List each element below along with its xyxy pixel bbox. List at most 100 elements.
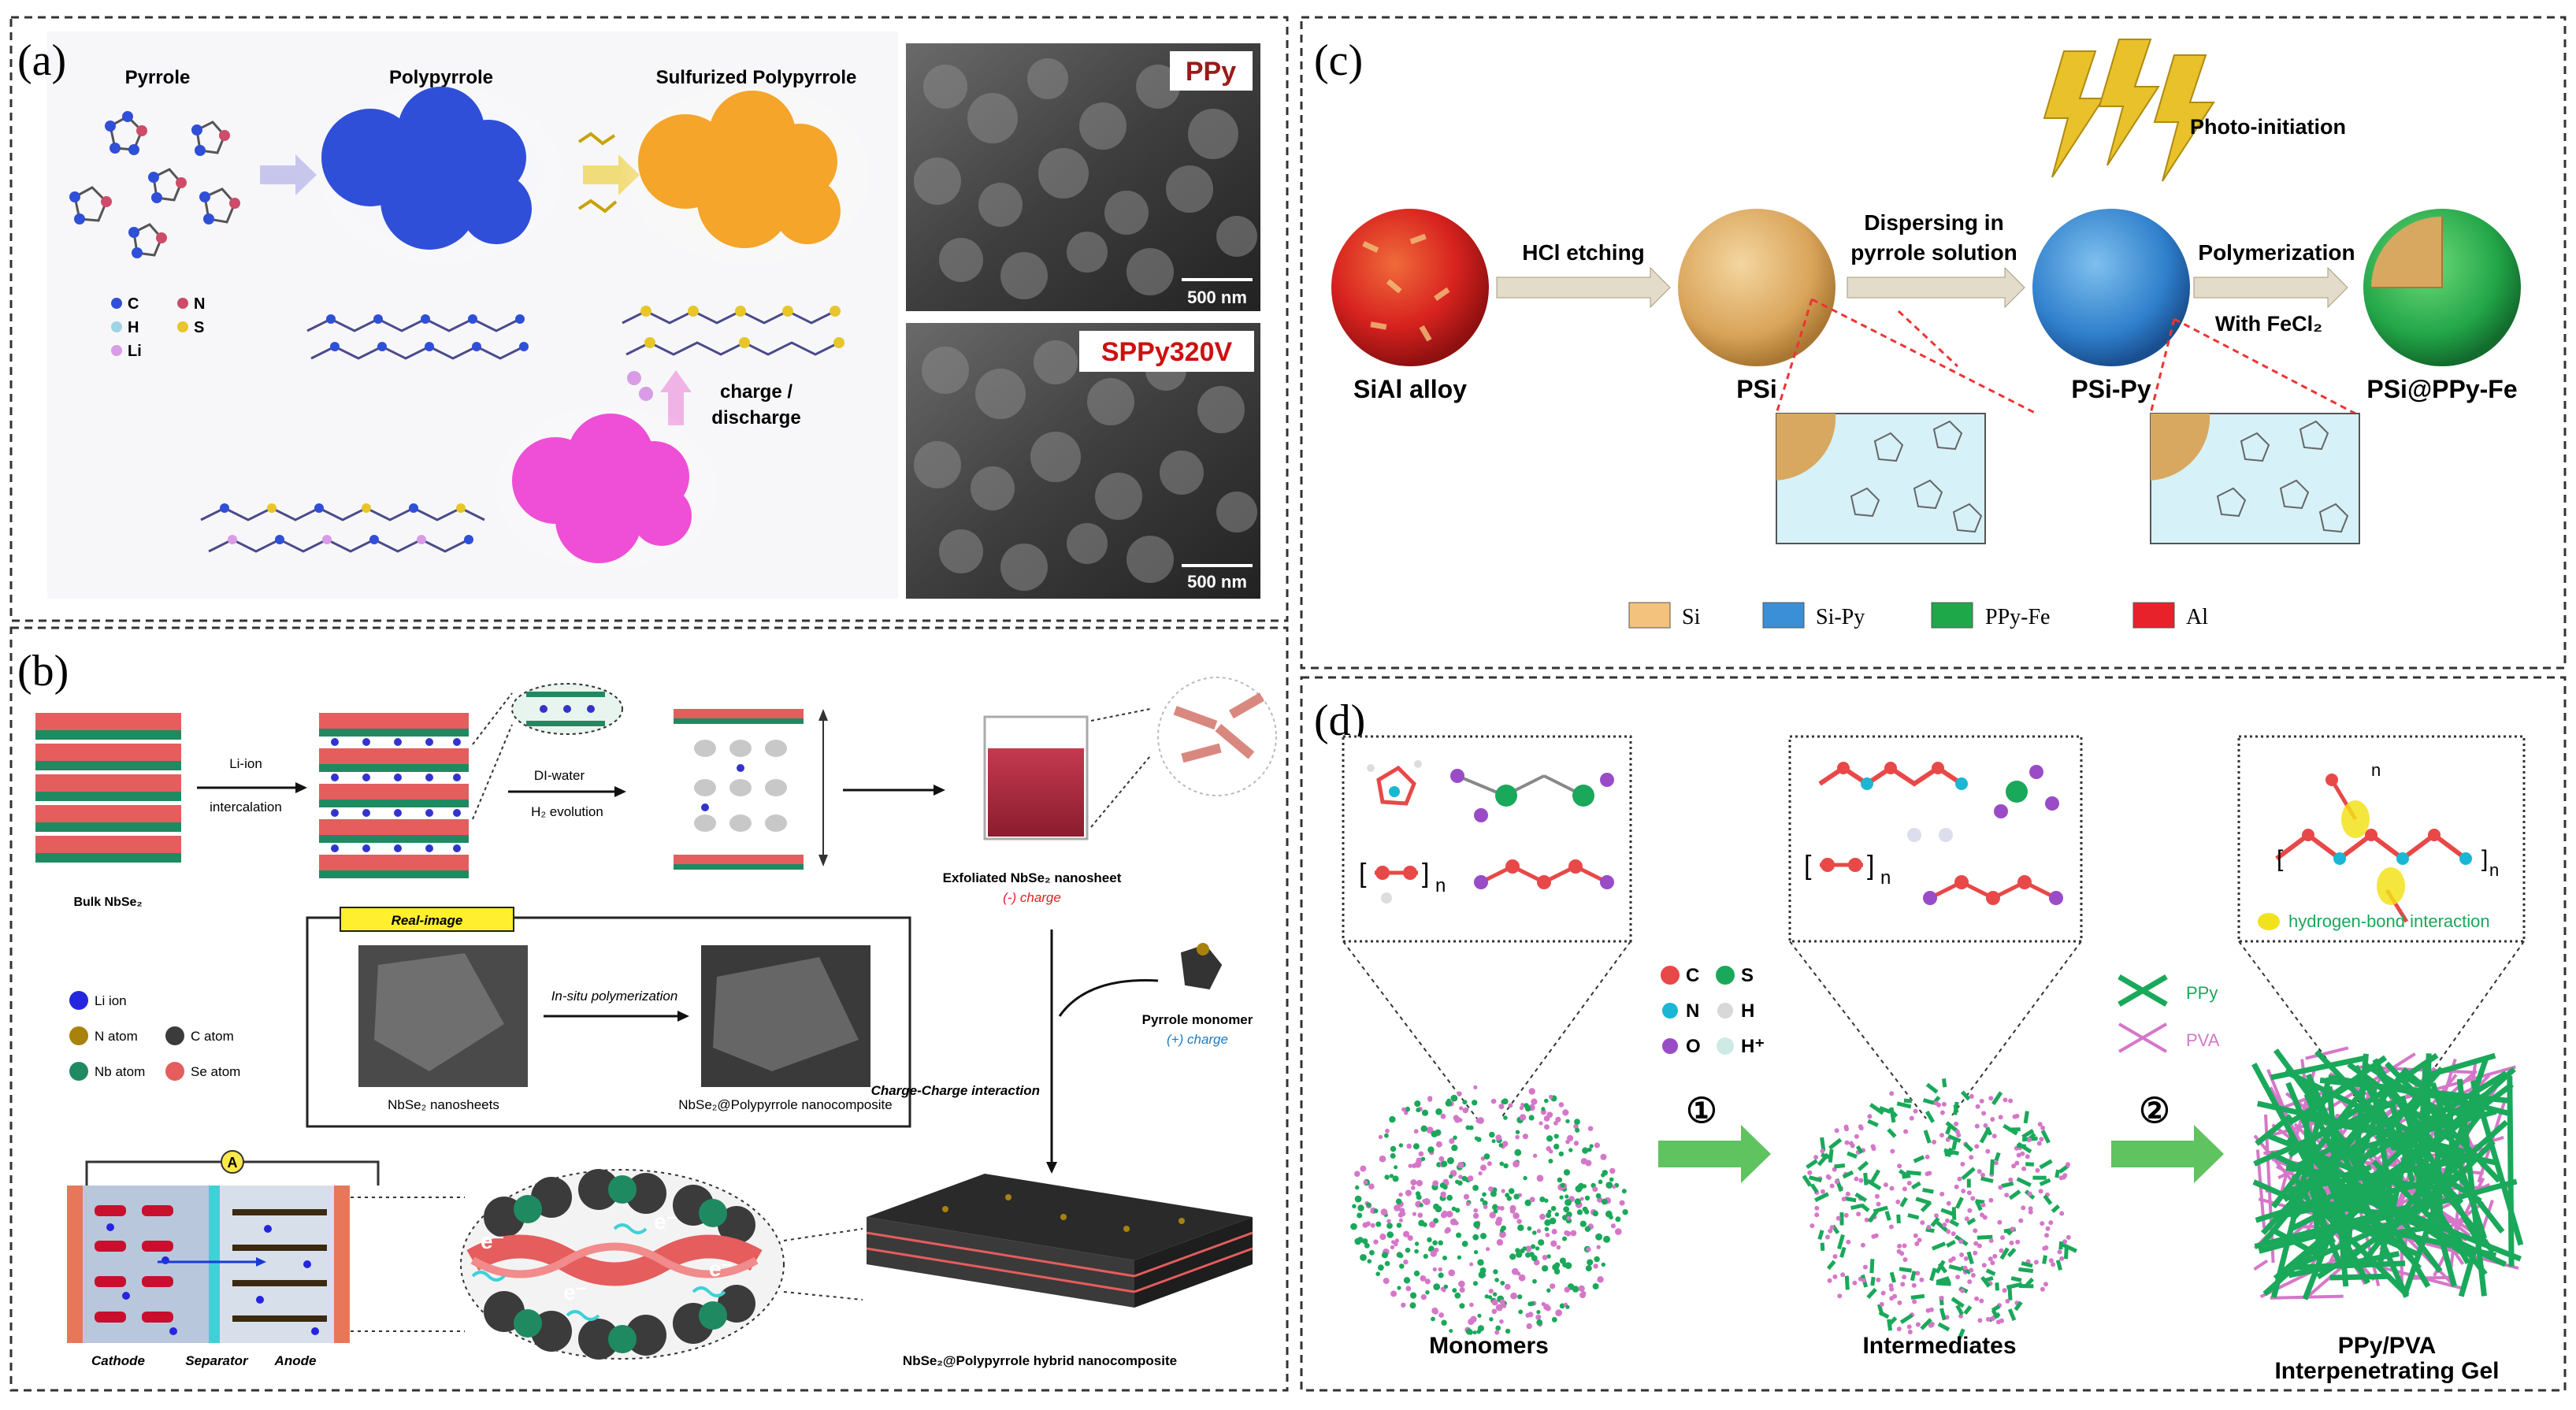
monomer-dot — [1528, 1115, 1535, 1121]
monomer-dot — [1433, 1203, 1440, 1210]
electron-label-1: e⁻ — [481, 1229, 504, 1253]
psi-sphere — [1678, 209, 1835, 366]
monomer-dot — [1509, 1204, 1516, 1212]
monomer-dot — [1420, 1125, 1427, 1133]
sem-label-ppy: PPy — [1186, 57, 1236, 87]
intermediate-dot — [1860, 1242, 1865, 1248]
intermediate-dot — [1912, 1299, 1917, 1304]
monomer-dot — [1473, 1249, 1479, 1255]
intermediate-dot — [2037, 1122, 2043, 1127]
intermediate-dot — [1897, 1300, 1902, 1305]
panel-a-letter: (a) — [17, 36, 66, 85]
intermediate-dot — [1955, 1275, 1961, 1280]
intermediate-segment — [1954, 1197, 1964, 1209]
intermediate-dot — [2010, 1226, 2015, 1232]
real-image-tag: Real-image — [392, 913, 463, 928]
intermediate-segment — [1948, 1264, 1962, 1272]
monomer-dot — [1615, 1216, 1621, 1223]
intermediate-dot — [1929, 1323, 1934, 1328]
monomer-dot — [1477, 1117, 1484, 1124]
monomer-dot — [1462, 1108, 1468, 1114]
monomer-dot — [1414, 1249, 1419, 1254]
monomer-dot — [1357, 1212, 1363, 1219]
intermediate-dot — [1835, 1215, 1841, 1221]
monomer-dot — [1433, 1283, 1441, 1290]
intermediate-dot — [2008, 1098, 2014, 1104]
monomer-dot — [1408, 1163, 1412, 1168]
ppy-strand — [2284, 1155, 2479, 1193]
svg-text:]: ] — [1422, 859, 1429, 889]
monomer-dot — [1592, 1186, 1598, 1193]
monomer-dot — [1390, 1145, 1397, 1152]
negative-charge-label: (-) charge — [1003, 890, 1061, 905]
monomer-dot — [1536, 1229, 1542, 1234]
anode-label: Anode — [274, 1353, 317, 1368]
monomer-dot — [1621, 1189, 1627, 1194]
monomer-dot — [1373, 1208, 1379, 1214]
monomer-dot — [1514, 1148, 1522, 1156]
svg-text:Al: Al — [2186, 605, 2208, 629]
intermediate-dot — [1913, 1233, 1918, 1238]
monomer-dot — [1516, 1219, 1522, 1224]
gel-label-line2: Interpenetrating Gel — [2274, 1358, 2499, 1384]
intermediate-dot — [1849, 1141, 1854, 1146]
intermediate-segment — [1870, 1169, 1881, 1183]
monomer-dot — [1469, 1302, 1474, 1308]
electron-label-4: e⁻ — [709, 1256, 733, 1281]
monomer-dot — [1448, 1269, 1455, 1277]
bulk-nbse2-stack — [35, 713, 181, 863]
sem-image-ppy: PPy 500 nm — [906, 43, 1260, 311]
monomer-dot — [1454, 1221, 1459, 1226]
monomer-dot — [1622, 1209, 1628, 1215]
monomer-dot — [1458, 1174, 1463, 1179]
monomer-dot — [1501, 1304, 1507, 1308]
intermediate-dot — [1941, 1101, 1947, 1107]
monomer-dot — [1501, 1225, 1506, 1231]
intermediate-dot — [1966, 1190, 1972, 1196]
intermediate-segment — [2008, 1189, 2021, 1200]
monomer-dot — [1536, 1174, 1544, 1182]
intermediate-dot — [1867, 1114, 1873, 1119]
monomer-dot — [1443, 1284, 1449, 1289]
intermediate-dot — [1919, 1277, 1925, 1282]
monomer-dot — [1488, 1289, 1494, 1294]
intermediate-segment — [1814, 1192, 1829, 1203]
intermediate-dot — [1829, 1183, 1835, 1189]
photo-initiation-label: Photo-initiation — [2190, 115, 2346, 139]
intermediate-segment — [1923, 1130, 1932, 1144]
intermediate-segment — [1979, 1129, 1990, 1144]
intermediate-segment — [1989, 1159, 1995, 1175]
monomer-dot — [1584, 1226, 1591, 1232]
ppy-strand — [2292, 1199, 2403, 1219]
monomer-dot — [1505, 1328, 1511, 1334]
monomer-dot — [1491, 1299, 1498, 1306]
monomer-dot — [1536, 1310, 1541, 1315]
intermediate-dot — [2021, 1166, 2027, 1171]
monomer-dot — [1364, 1242, 1370, 1249]
intermediate-dot — [1897, 1243, 1902, 1249]
intermediate-segment — [1929, 1267, 1937, 1282]
intermediate-dot — [1969, 1155, 1974, 1160]
monomer-dot — [1430, 1250, 1438, 1257]
monomer-dot — [1515, 1134, 1520, 1140]
monomer-dot — [1488, 1295, 1493, 1300]
monomer-dot — [1454, 1292, 1461, 1299]
monomer-dot — [1494, 1278, 1499, 1282]
monomer-dot — [1609, 1167, 1616, 1174]
monomer-dot — [1522, 1134, 1528, 1140]
intermediate-dot — [1993, 1160, 1999, 1166]
monomer-dot — [1394, 1238, 1400, 1243]
monomer-dot — [1426, 1126, 1434, 1134]
monomer-dot — [1503, 1115, 1508, 1120]
monomer-dot — [1596, 1245, 1601, 1249]
gel-box-molecules: [ ] n n hydrogen-bond interaction — [2258, 760, 2499, 931]
intermediate-dot — [1832, 1274, 1838, 1279]
monomer-dot — [1582, 1147, 1589, 1154]
monomer-dot — [1487, 1161, 1492, 1167]
intermediate-segment — [1899, 1197, 1908, 1208]
ppy-particle-cluster — [321, 87, 532, 250]
sem-label-ppy-bg — [1170, 51, 1253, 91]
monomer-dot — [1557, 1177, 1563, 1183]
monomer-dot — [1490, 1098, 1497, 1104]
monomer-dot — [1554, 1262, 1561, 1268]
